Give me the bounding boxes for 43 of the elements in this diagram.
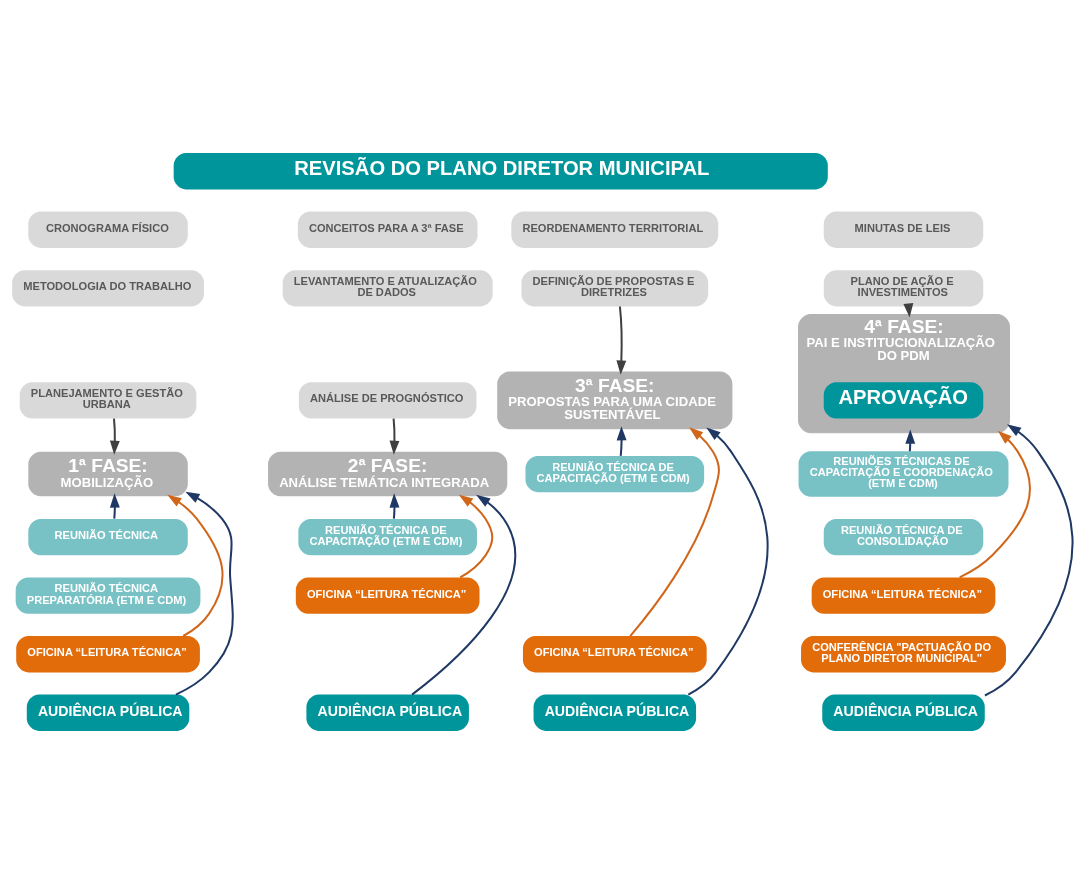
node-box: LEVANTAMENTO E ATUALIZAÇÃO DE DADOS — [282, 270, 493, 307]
node-box: OFICINA “LEITURA TÉCNICA” — [16, 636, 200, 673]
node-box: OFICINA “LEITURA TÉCNICA” — [295, 577, 480, 614]
node-box: MINUTAS DE LEIS — [823, 211, 984, 248]
arrow — [984, 424, 1074, 697]
arrow — [109, 418, 120, 455]
node-box: AUDIÊNCIA PÚBLICA — [306, 694, 469, 731]
node-box: CONCEITOS PARA A 3ª FASE — [297, 211, 478, 248]
node-box: REORDENAMENTO TERRITORIAL — [511, 211, 719, 248]
node-box: PLANEJAMENTO E GESTÃO URBANA — [19, 382, 197, 419]
arrow — [616, 426, 627, 456]
node-box: DEFINIÇÃO DE PROPOSTAS E DIRETRIZES — [521, 270, 709, 307]
arrow — [167, 494, 224, 637]
node-box: 1ª FASE: MOBILIZAÇÃO — [28, 451, 188, 497]
arrow — [458, 494, 494, 579]
arrow — [629, 427, 720, 637]
node-box: OFICINA “LEITURA TÉCNICA” — [522, 636, 707, 673]
node-box: CONFERÊNCIA "PACTUAÇÃO DO PLANO DIRETOR MUNICIPAL" — [801, 636, 1006, 673]
arrow — [411, 494, 517, 696]
node-box: REUNIÃO TÉCNICA DE CONSOLIDAÇÃO — [823, 518, 984, 556]
node-box: AUDIÊNCIA PÚBLICA — [533, 694, 697, 731]
node-box: CRONOGRAMA FÍSICO — [28, 211, 188, 248]
arrow — [389, 418, 400, 455]
node-box: REUNIÃO TÉCNICA — [28, 518, 188, 556]
node-box: ANÁLISE DE PROGNÓSTICO — [298, 382, 477, 419]
node-box: REUNIÕES TÉCNICAS DE CAPACITAÇÃO E COORDENAÇÃO (ETM E CDM) — [798, 451, 1009, 497]
arrow — [687, 427, 769, 696]
arrow — [175, 491, 234, 696]
arrow — [109, 493, 120, 519]
node-box: 3ª FASE: PROPOSTAS PARA UMA CIDADE SUSTENTÁVEL — [497, 371, 733, 430]
node-box: APROVAÇÃO — [823, 382, 984, 419]
node-box: AUDIÊNCIA PÚBLICA — [26, 694, 190, 731]
node-box: REVISÃO DO PLANO DIRETOR MUNICIPAL — [173, 153, 828, 190]
node-box: REUNIÃO TÉCNICA PREPARATÓRIA (ETM E CDM) — [15, 577, 201, 614]
node-box: REUNIÃO TÉCNICA DE CAPACITAÇÃO (ETM E CDM) — [525, 455, 705, 493]
node-box: AUDIÊNCIA PÚBLICA — [822, 694, 985, 731]
node-box: OFICINA “LEITURA TÉCNICA” — [811, 577, 996, 614]
node-box: METODOLOGIA DO TRABALHO — [12, 270, 204, 307]
arrow — [389, 493, 400, 519]
arrow — [616, 306, 627, 375]
node-box: REUNIÃO TÉCNICA DE CAPACITAÇÃO (ETM E CDM) — [298, 518, 477, 556]
arrow — [959, 430, 1031, 579]
node-box: 2ª FASE: ANÁLISE TEMÁTICA INTEGRADA — [268, 451, 508, 497]
